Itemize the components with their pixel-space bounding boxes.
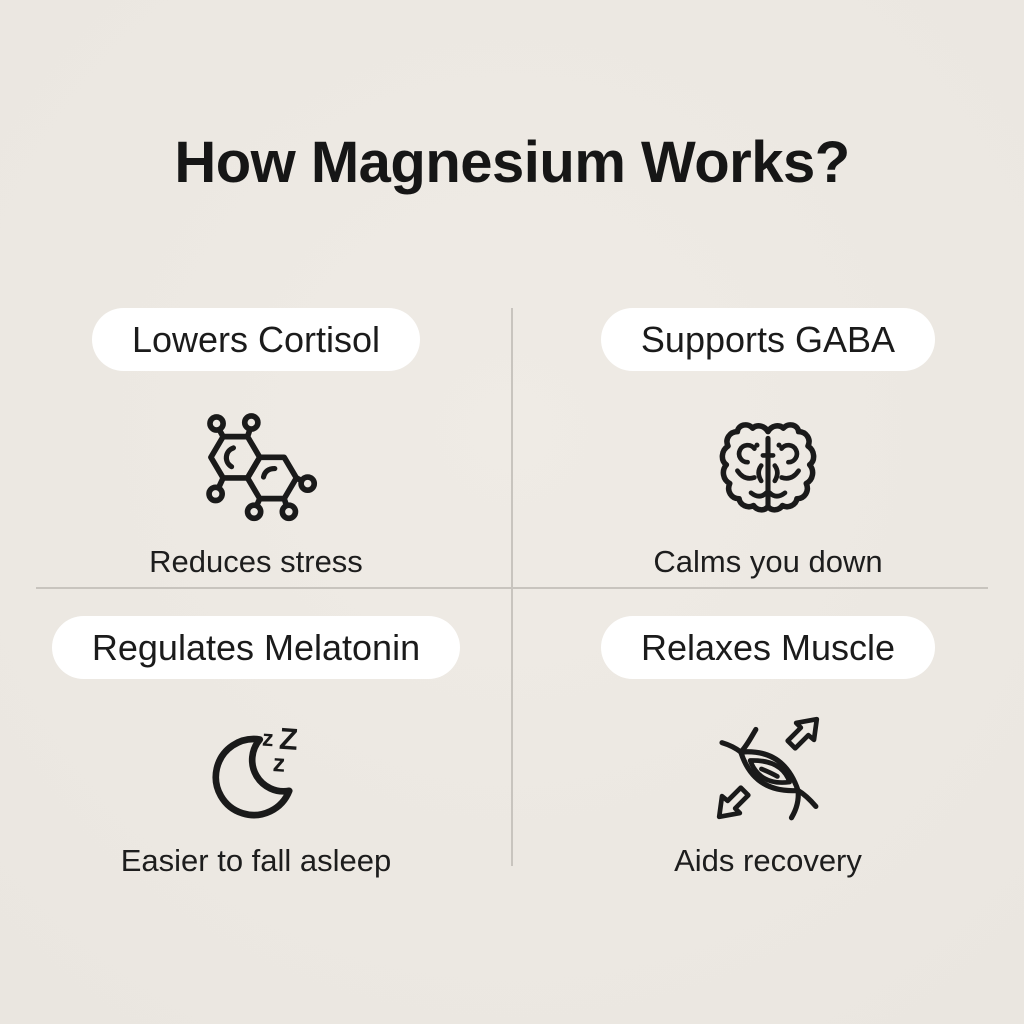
svg-text:z: z (261, 725, 274, 752)
brain-icon (717, 402, 819, 536)
pill-label: Relaxes Muscle (600, 616, 936, 679)
quadrant-regulates-melatonin: Regulates Melatonin z Z z Easier to fall… (0, 616, 512, 908)
quadrant-caption: Reduces stress (149, 544, 363, 579)
quadrant-lowers-cortisol: Lowers Cortisol Reduces stress (0, 308, 512, 600)
molecule-icon (194, 402, 318, 536)
quadrant-caption: Aids recovery (674, 843, 862, 878)
horizontal-divider (36, 587, 988, 589)
quadrant-caption: Calms you down (653, 544, 883, 579)
pill-label: Regulates Melatonin (51, 616, 461, 679)
quadrant-relaxes-muscle: Relaxes Muscle Aids recovery (512, 616, 1024, 908)
svg-text:z: z (272, 750, 286, 778)
moon-zzz-icon: z Z z (197, 701, 315, 835)
svg-text:Z: Z (278, 722, 299, 757)
pill-label: Supports GABA (600, 308, 936, 371)
page-title: How Magnesium Works? (174, 130, 850, 195)
quadrant-supports-gaba: Supports GABA Calms you down (512, 308, 1024, 600)
pill-label: Lowers Cortisol (91, 308, 421, 371)
quadrant-caption: Easier to fall asleep (120, 843, 392, 878)
muscle-stretch-icon (707, 701, 829, 835)
